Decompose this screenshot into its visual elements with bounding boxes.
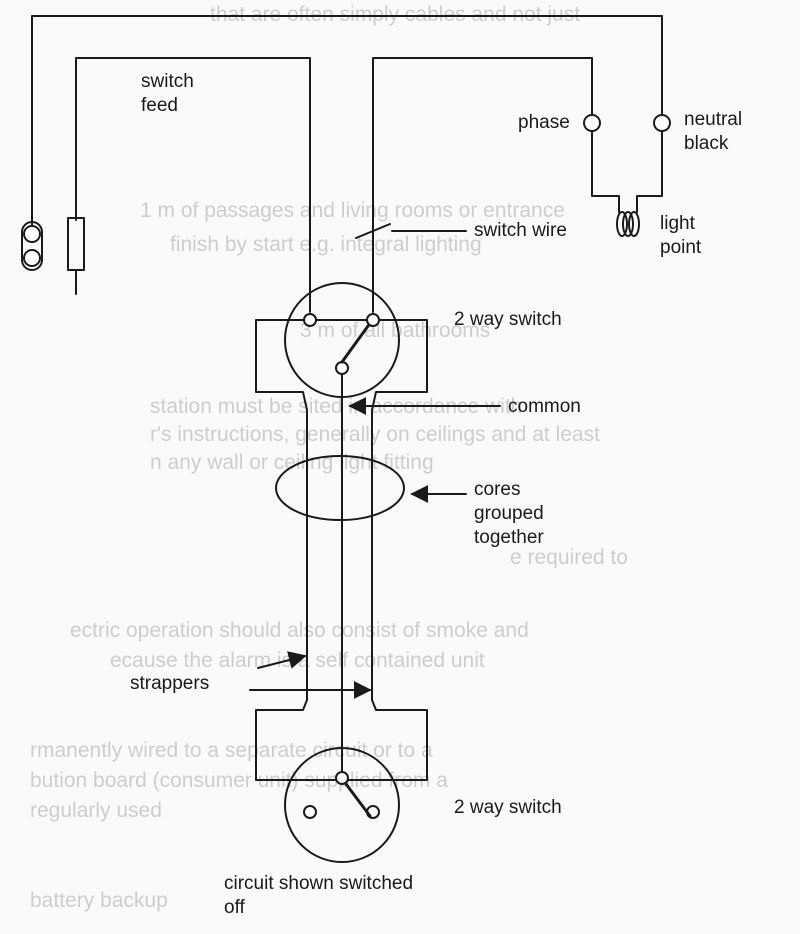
cores-label: together [474,527,544,548]
neutral-to-lamp-wire [636,130,663,213]
two-way-switch-bottom [284,747,400,863]
show-through-line: that are often simply cables and not jus… [210,3,581,26]
show-through-line: n any wall or ceiling light fitting [150,451,434,474]
two-way-switch-bottom-label: 2 way switch [454,797,562,818]
cores-label: grouped [474,503,544,524]
switch-feed-label: feed [141,95,178,116]
switch-wire [372,57,593,313]
light-point-coil [616,211,640,237]
light-point-label: point [660,237,702,258]
switch-feed-label: switch [141,71,194,92]
show-through-line: 3 m of all bathrooms [300,319,491,342]
phase-to-lamp-wire [591,130,620,213]
show-through-line: finish by start e.g. integral lighting [170,233,482,256]
show-through-line: rmanently wired to a separate circuit or… [30,739,433,762]
common-label: common [508,396,581,417]
strappers-label: strappers [130,673,210,694]
supply-neutral-terminal [21,221,43,271]
cores-grouped-ellipse [275,455,405,521]
show-through-line: regularly used [30,799,162,822]
show-through-line: 1 m of passages and living rooms or entr… [140,199,565,222]
circuit-note-label: circuit shown switched [224,873,414,894]
switch-wire-label: switch wire [474,220,567,241]
neutral-terminal [653,114,671,132]
show-through-line: station must be sited in accordance with [150,395,523,418]
neutral-wire [31,15,663,229]
phase-label: phase [518,112,570,133]
fuse-icon [67,217,85,295]
phase-terminal [583,114,601,132]
switch-cable-sheath [255,319,428,781]
show-through-line: ectric operation should also consist of … [70,619,529,642]
neutral-label: black [684,133,729,154]
strapper-arrow-upper [257,651,307,669]
show-through-line: battery backup [30,889,168,912]
cores-label: cores [474,479,521,500]
switch-feed-wire [75,57,311,313]
switch-wire-cut-mark [355,223,391,239]
neutral-label: neutral [684,109,743,130]
two-way-switch-top-label: 2 way switch [454,309,562,330]
circuit-note-label: off [224,897,245,918]
show-through-line: r's instructions, generally on ceilings … [150,423,600,446]
show-through-line: e required to [510,546,628,569]
light-point-label: light [660,213,695,234]
